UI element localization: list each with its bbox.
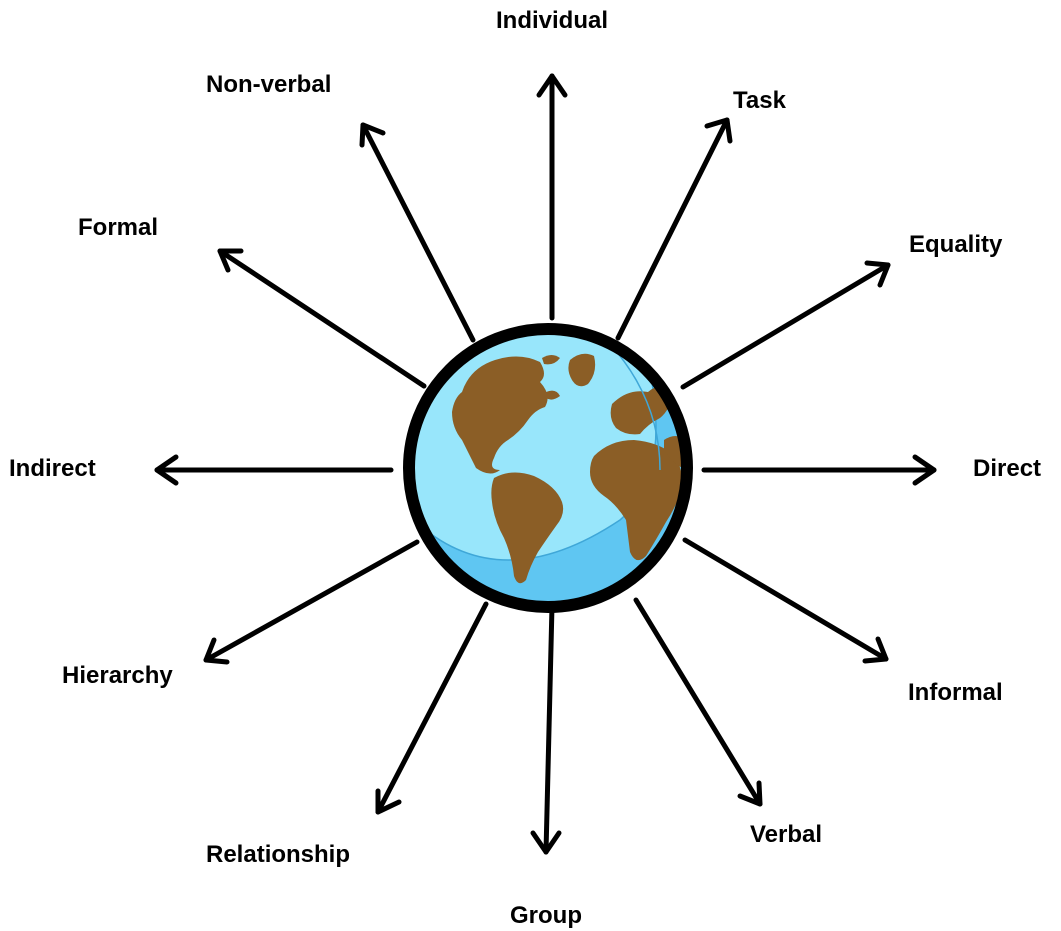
globe-icon (403, 323, 693, 613)
arrow-non-verbal (359, 122, 476, 343)
label-non-verbal: Non-verbal (206, 71, 332, 98)
arrow-hierarchy (203, 539, 420, 665)
label-direct: Direct (973, 455, 1042, 482)
label-informal: Informal (908, 679, 1003, 706)
arrow-direct (701, 454, 937, 486)
label-formal: Formal (78, 214, 159, 241)
label-indirect: Indirect (9, 455, 96, 482)
label-task: Task (733, 87, 786, 114)
arrow-individual (536, 73, 568, 321)
arrow-indirect (154, 454, 394, 486)
label-individual: Individual (496, 7, 609, 34)
label-hierarchy: Hierarchy (62, 662, 173, 689)
arrow-relationship (375, 601, 489, 815)
arrow-task (615, 117, 733, 341)
arrow-verbal (633, 597, 763, 807)
arrow-equality (680, 260, 891, 390)
arrow-formal (217, 248, 427, 389)
label-verbal: Verbal (750, 821, 823, 848)
label-relationship: Relationship (206, 841, 351, 868)
arrow-informal (682, 537, 889, 664)
arrow-group (530, 603, 562, 855)
label-group: Group (510, 902, 582, 929)
label-equality: Equality (909, 231, 1003, 258)
